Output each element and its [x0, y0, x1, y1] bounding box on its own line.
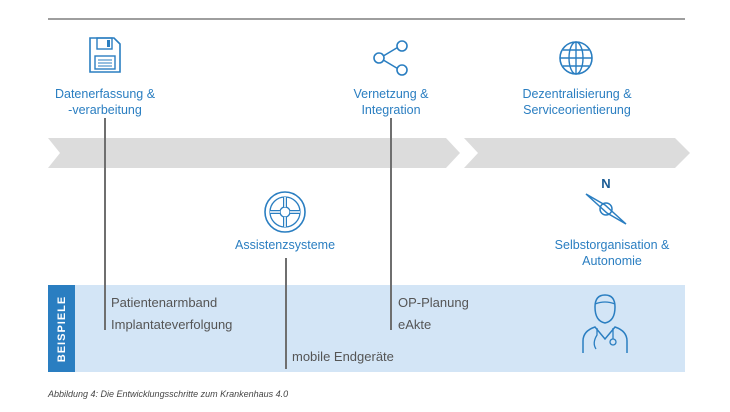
figure-caption: Abbildung 4: Die Entwicklungsschritte zu…	[48, 389, 289, 399]
progress-arrow	[48, 138, 690, 168]
connector-line-vernetzung	[390, 118, 392, 330]
globe-icon	[559, 41, 593, 75]
stage-label-assistenzsysteme: Assistenzsysteme	[234, 238, 336, 252]
stage-label-vernetzung: Vernetzung & Integration	[353, 87, 429, 117]
top-rule	[48, 18, 685, 20]
stage-label-selbstorganisation: Selbstorganisation & Autonomie	[554, 238, 670, 268]
doctor-icon	[582, 294, 628, 353]
example-op-planung: OP-Planung	[398, 295, 469, 310]
steering-wheel-icon	[264, 191, 306, 233]
connector-line-vernetzung-box	[390, 285, 392, 330]
examples-tab-label: BEISPIELE	[55, 295, 68, 362]
compass-n-letter: N	[601, 176, 610, 191]
example-implantateverfolgung: Implantateverfolgung	[111, 317, 233, 332]
example-eakte: eAkte	[398, 317, 432, 332]
floppy-disk-icon	[89, 37, 121, 73]
compass-icon: N	[585, 176, 627, 225]
share-network-icon	[373, 40, 408, 76]
examples-box	[48, 285, 685, 372]
example-patientenarmband: Patientenarmband	[111, 295, 218, 310]
connector-line-datenerfassung-box	[104, 285, 106, 330]
connector-line-assistenz-box	[285, 285, 287, 369]
stage-label-dezentralisierung: Dezentralisierung & Serviceorientierung	[522, 87, 632, 117]
example-mobile-endgeraete: mobile Endgeräte	[292, 349, 394, 364]
connector-line-datenerfassung	[104, 118, 106, 330]
stage-label-datenerfassung: Datenerfassung & -verarbeitung	[54, 87, 156, 117]
examples-tab	[48, 285, 75, 372]
